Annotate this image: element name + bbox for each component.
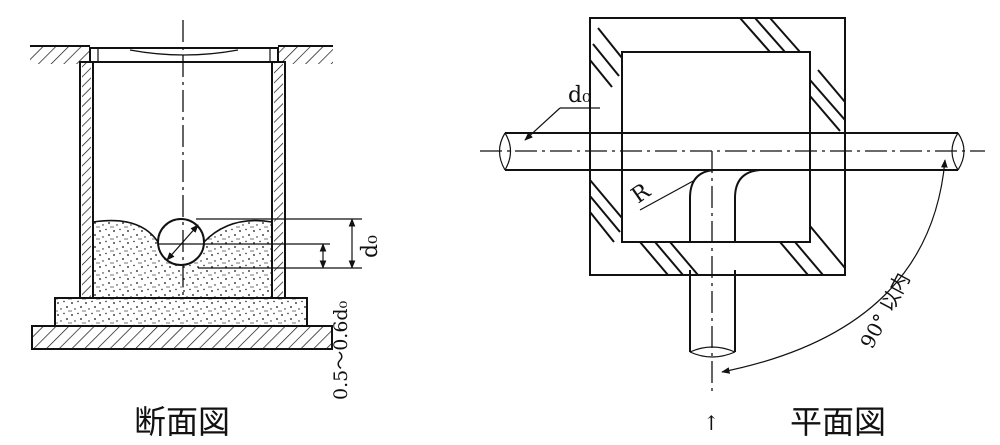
corner-hatching [589,17,846,276]
depth-ratio-label: 0.5～0.6d₀ [330,300,352,400]
plan-view: R d₀ 90° 以内 ↑ 平面図 [480,17,985,441]
branch-pipe [689,169,761,358]
base-foundation [31,325,333,350]
cross-section-title: 断面図 [134,403,230,441]
bend-radius-label: R [627,178,656,209]
cross-section-view: d₀ 0.5～0.6d₀ 断面図 [30,20,383,441]
inflow-arrow: ↑ [703,411,720,435]
pit-right-wall [271,61,286,299]
pit-inner-opening [621,51,811,243]
pit-left-wall [79,61,94,299]
base-concrete [54,297,308,327]
ground-surface [30,45,333,64]
plan-view-title: 平面図 [790,403,886,441]
dimension-lines [158,218,362,269]
pit-outer-boundary [589,17,846,276]
angle-limit-label: 90° 以内 [855,269,915,353]
grating-lid [89,47,279,63]
pipe-diameter-label: d₀ [568,83,591,108]
angle-arc [721,159,948,374]
diameter-label: d₀ [358,235,383,258]
